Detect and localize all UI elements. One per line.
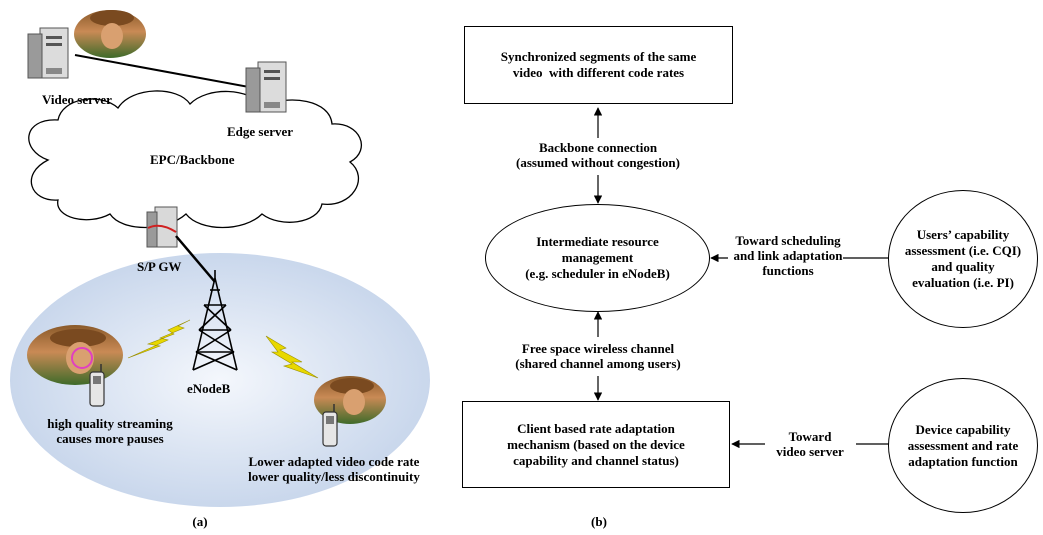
enodeb-tower-icon bbox=[192, 270, 238, 371]
video-server-icon bbox=[27, 27, 69, 79]
device-capability-circle: Device capability assessment and rate ad… bbox=[888, 378, 1038, 513]
right-user-caption: Lower adapted video code rate lower qual… bbox=[248, 454, 420, 484]
gateway-label: S/P GW bbox=[137, 259, 182, 274]
edge-server-label: Edge server bbox=[227, 124, 294, 139]
gateway-icon bbox=[146, 206, 178, 248]
synchronized-segments-box: Synchronized segments of the same video … bbox=[464, 26, 733, 104]
intermediate-resource-text: Intermediate resource management (e.g. s… bbox=[525, 234, 670, 281]
right-phone-icon bbox=[322, 404, 338, 447]
scheduling-label: Toward scheduling and link adaptation fu… bbox=[733, 233, 843, 278]
server-link bbox=[74, 54, 266, 91]
caption-b: (b) bbox=[591, 514, 607, 529]
caption-a: (a) bbox=[192, 514, 208, 529]
video-server-label: Video server bbox=[42, 92, 112, 107]
gateway-tower-link bbox=[175, 235, 216, 283]
device-capability-text: Device capability assessment and rate ad… bbox=[907, 421, 1019, 469]
left-user-caption: high quality streaming causes more pause… bbox=[47, 416, 173, 446]
client-rate-adaptation-box: Client based rate adaptation mechanism (… bbox=[462, 401, 730, 488]
lightning-left-icon bbox=[127, 319, 191, 359]
edge-server-icon bbox=[245, 61, 287, 113]
enodeb-label: eNodeB bbox=[187, 381, 231, 396]
intermediate-resource-ellipse: Intermediate resource management (e.g. s… bbox=[485, 204, 710, 312]
left-user-video-icon bbox=[27, 325, 123, 385]
client-rate-adaptation-text: Client based rate adaptation mechanism (… bbox=[507, 420, 685, 468]
capability-text: Users’ capability assessment (i.e. CQI) … bbox=[904, 227, 1022, 290]
wireless-channel-label: Free space wireless channel (shared chan… bbox=[515, 341, 681, 371]
backbone-cloud bbox=[28, 90, 362, 229]
cloud-label: EPC/Backbone bbox=[150, 152, 235, 167]
lightning-right-icon bbox=[265, 335, 319, 379]
left-phone-icon bbox=[89, 364, 105, 407]
toward-video-server-label: Toward video server bbox=[776, 429, 844, 459]
capability-circle: Users’ capability assessment (i.e. CQI) … bbox=[888, 190, 1038, 328]
backbone-connection-label: Backbone connection (assumed without con… bbox=[516, 140, 680, 170]
synchronized-segments-text: Synchronized segments of the same video … bbox=[500, 49, 697, 80]
video-thumbnail-icon bbox=[74, 10, 146, 58]
